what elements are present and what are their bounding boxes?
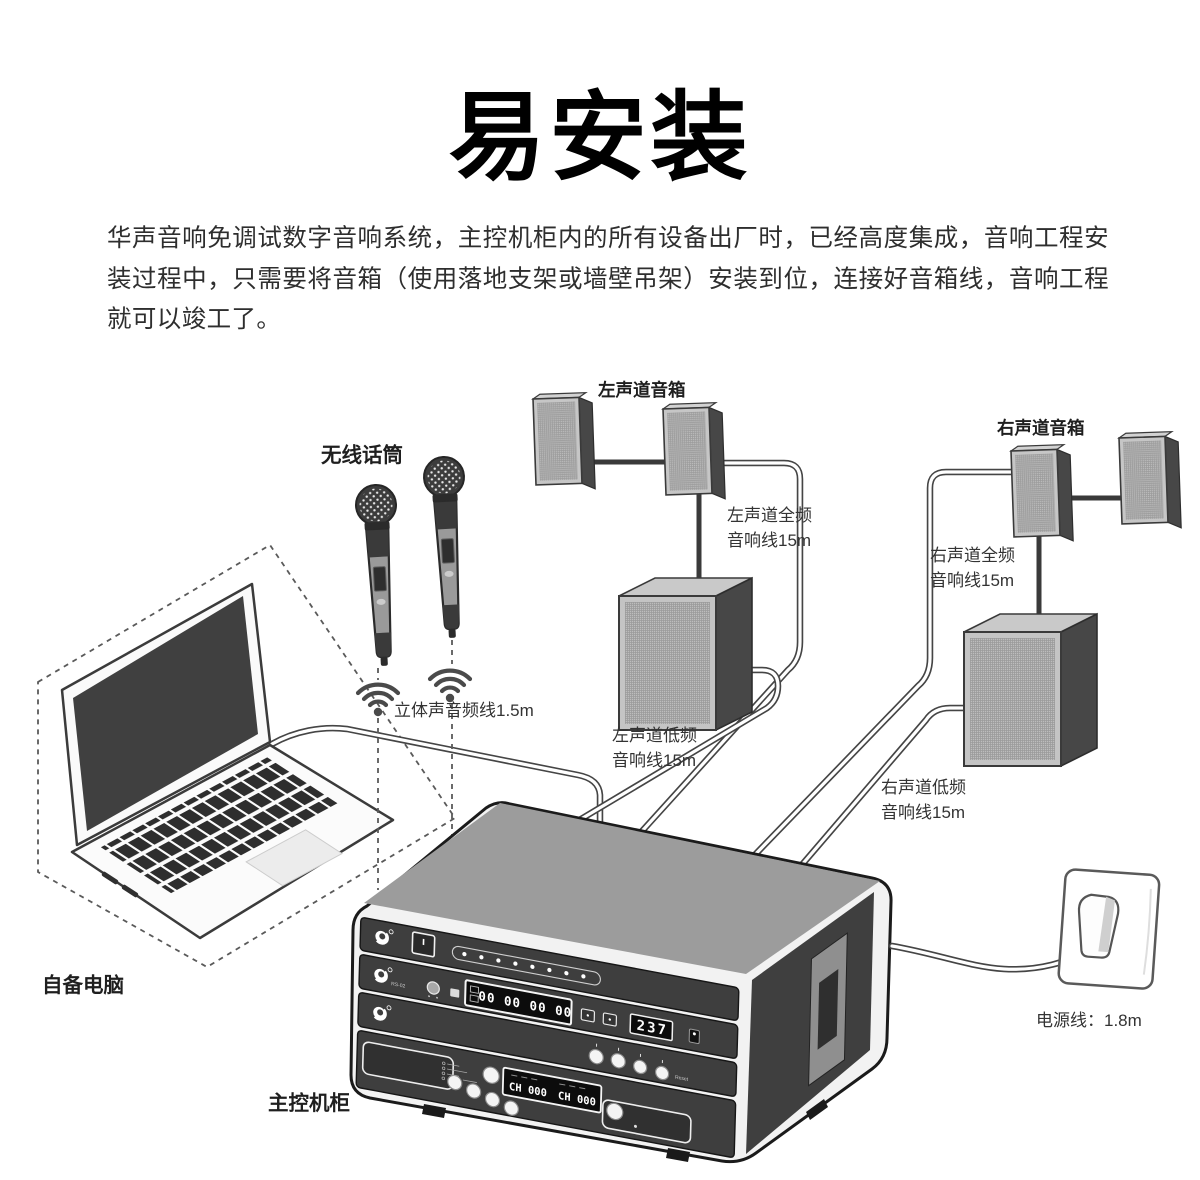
label-left-full-2: 音响线15m: [727, 531, 811, 550]
voltage-display-value: 237: [636, 1018, 668, 1040]
connector-diagram: [441, 1061, 477, 1083]
led-indicator-bar: [451, 945, 601, 986]
label-right-low-2: 音响线15m: [881, 803, 965, 822]
laptop-port: [121, 884, 139, 898]
laptop-keyboard: [100, 757, 338, 894]
channel-display: [501, 1066, 603, 1114]
label-left-low-1: 左声道低频: [612, 726, 697, 745]
left-speaker-a: [532, 391, 596, 492]
disc-icon: [450, 988, 460, 998]
label-left-low-2: 音响线15m: [612, 751, 696, 770]
right-low-range-cable: [790, 704, 970, 878]
cabinet-front-panel: RS-02 00 00 00 00: [355, 917, 740, 1158]
round-button[interactable]: [482, 1066, 500, 1085]
label-right-low-1: 右声道低频: [881, 778, 966, 797]
left-full-range-cable: [630, 459, 804, 844]
right-speaker-b: [1118, 430, 1182, 531]
mini-switch[interactable]: [688, 1028, 700, 1045]
led-indicators: [462, 951, 586, 979]
reset-label: Reset: [675, 1075, 689, 1083]
vent-slot: [601, 1099, 692, 1144]
laptop-port: [101, 871, 119, 885]
label-left-speakers: 左声道音箱: [598, 380, 686, 400]
vent-slot: [361, 1041, 455, 1090]
dashed-region-outline: [37, 543, 457, 969]
label-right-speakers: 右声道音箱: [996, 418, 1085, 438]
cabinet-handle: [809, 933, 848, 1085]
round-knob[interactable]: [606, 1102, 624, 1121]
right-full-range-cable: [742, 468, 1017, 868]
laptop: [60, 582, 393, 938]
page-title: 易安装: [448, 83, 752, 192]
stereo-audio-cable: [268, 724, 604, 836]
left-subwoofer: [618, 577, 753, 731]
cabinet-top-face: [364, 803, 880, 974]
label-cabinet: 主控机柜: [268, 1091, 350, 1115]
label-right-full-2: 音响线15m: [930, 571, 1014, 590]
panel-knobs[interactable]: [588, 1048, 670, 1081]
label-right-full-1: 右声道全频: [930, 546, 1015, 565]
time-display: [464, 979, 573, 1026]
label-wireless-mics: 无线话筒: [321, 443, 403, 467]
cabinet-feet: [422, 1099, 828, 1162]
left-low-range-cable: [562, 666, 782, 832]
wifi-icon: [358, 685, 398, 717]
right-subwoofer: [963, 613, 1098, 767]
pair-button[interactable]: [426, 981, 440, 995]
voltage-display: [629, 1013, 674, 1042]
wall-outlet: [1057, 868, 1161, 990]
wireless-microphone-1: [353, 482, 406, 668]
label-power-cable: 电源线：1.8m: [1036, 1011, 1142, 1030]
label-left-full-1: 左声道全频: [727, 506, 812, 525]
wireless-microphone-2: [421, 454, 474, 640]
intro-paragraph: 华声音响免调试数字音响系统，主控机柜内的所有设备出厂时，已经高度集成，音响工程安…: [107, 225, 1109, 333]
label-stereo-cable: 立体声音频线1.5m: [394, 701, 534, 720]
model-label: RS-02: [391, 981, 406, 990]
label-computer: 自备电脑: [42, 973, 124, 997]
laptop-screen: [73, 596, 258, 831]
right-speaker-a: [1010, 443, 1074, 544]
left-speaker-b: [662, 401, 726, 502]
wifi-icon: [430, 671, 470, 703]
master-cabinet: RS-02 00 00 00 00: [349, 803, 891, 1162]
laptop-trackpad: [246, 830, 342, 886]
